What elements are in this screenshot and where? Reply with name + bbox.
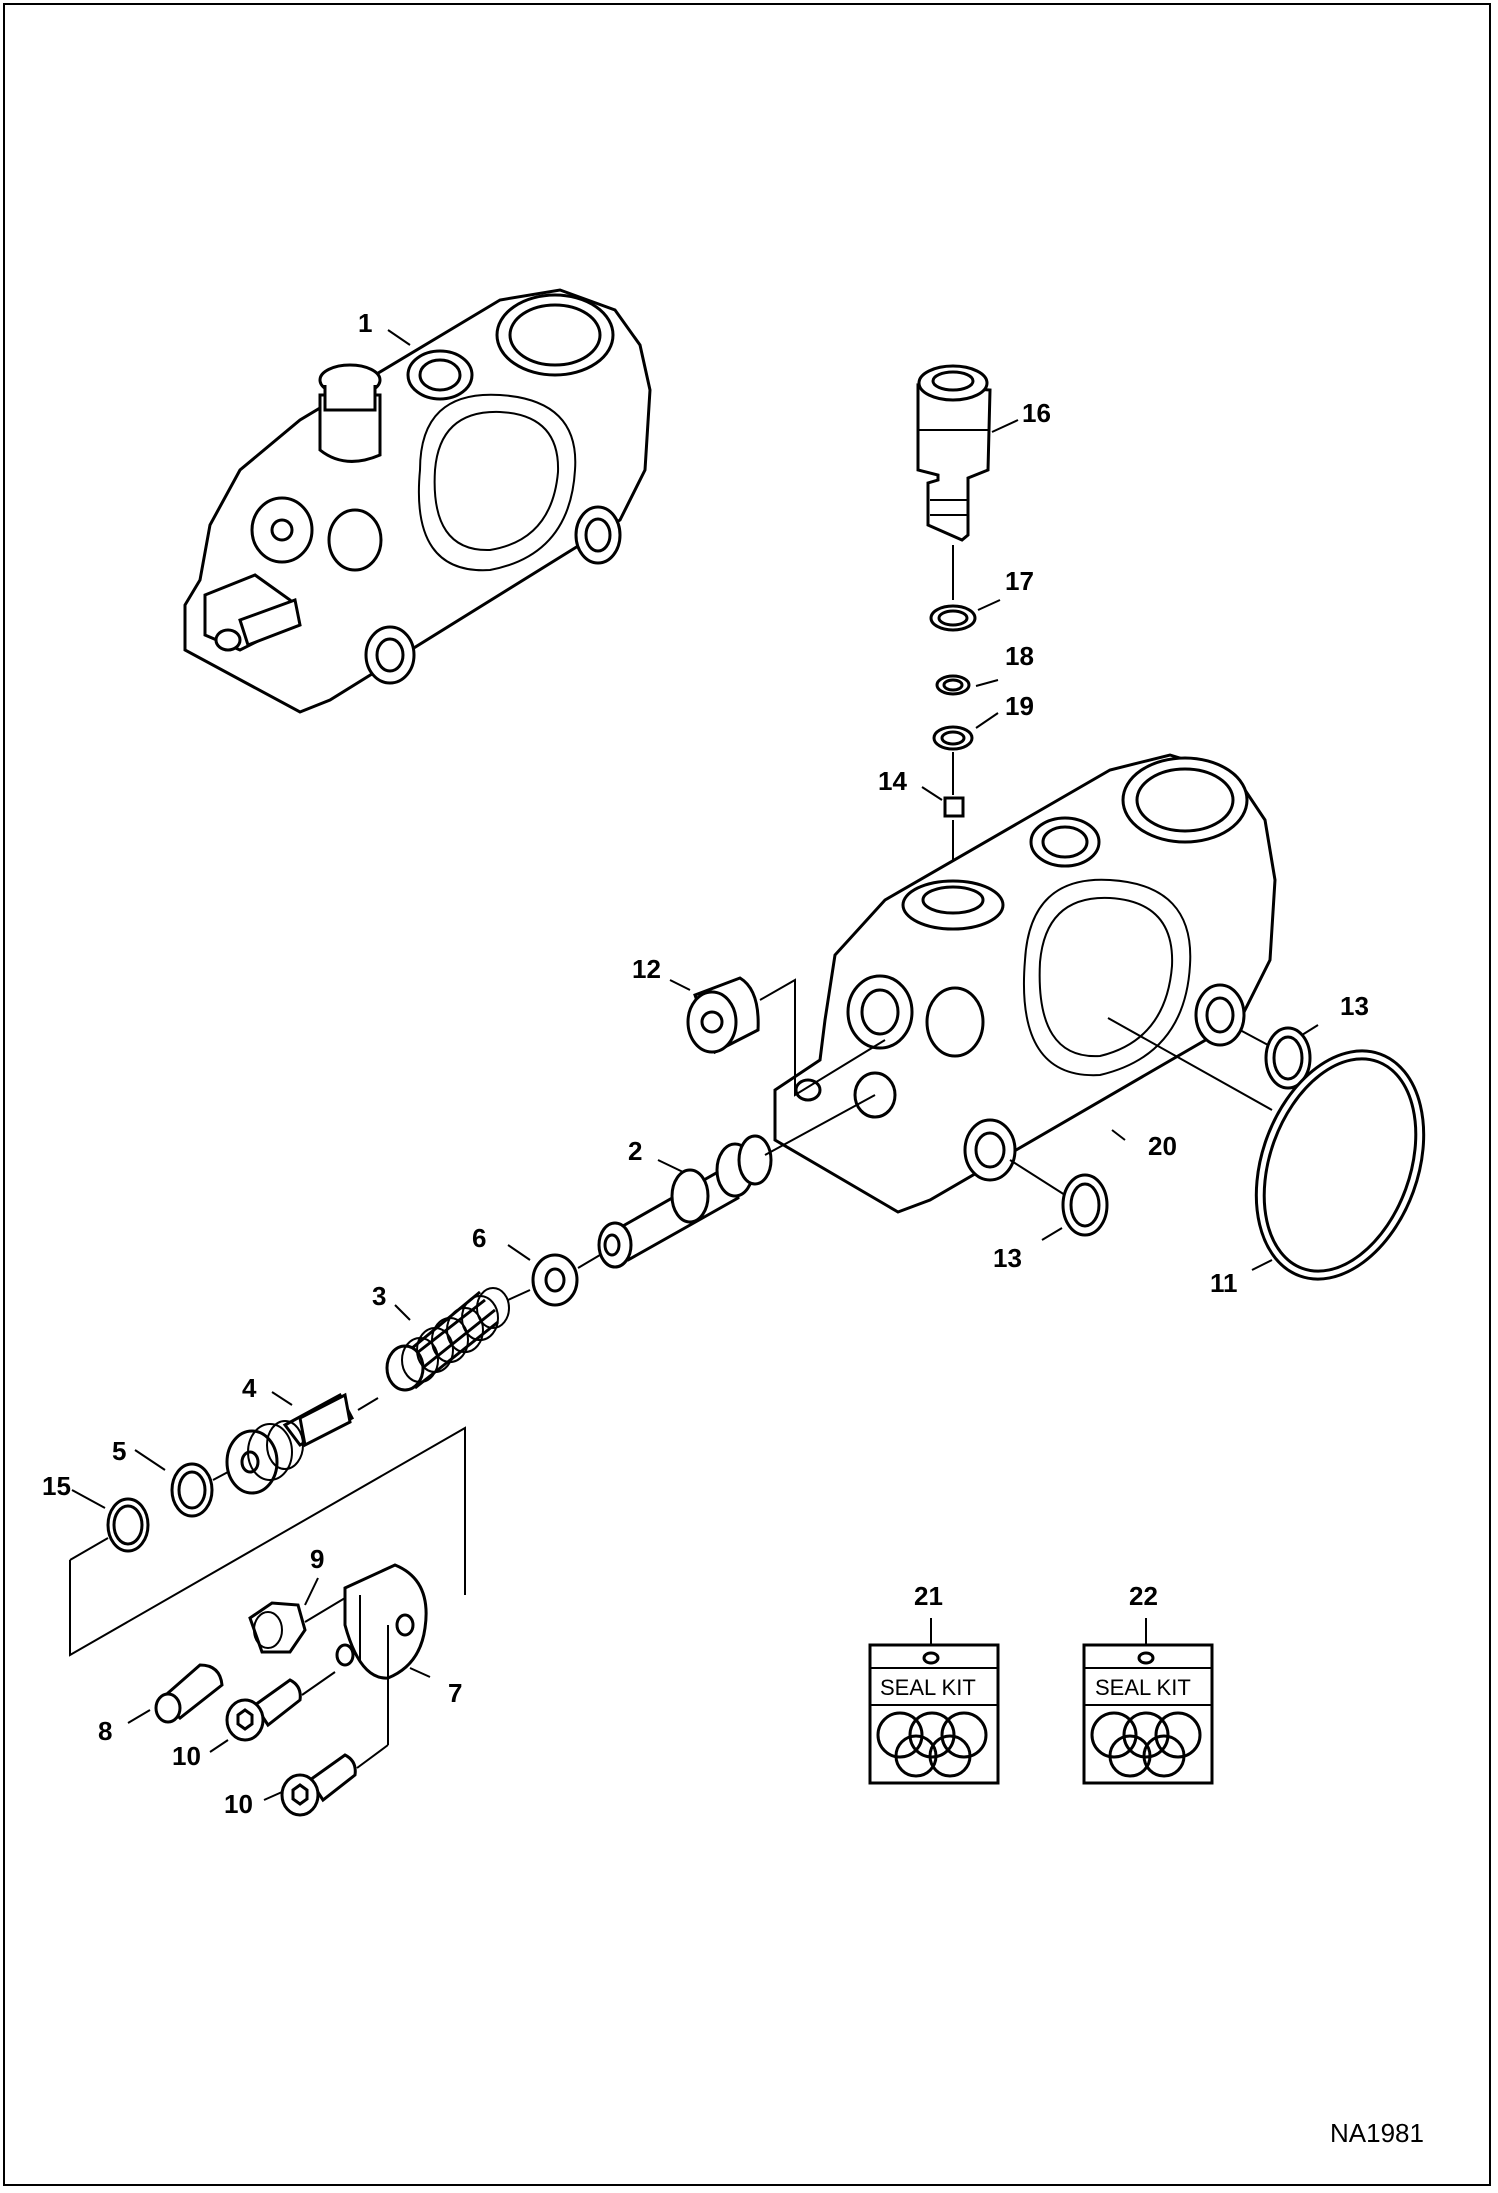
callout-3: 3 [372, 1281, 386, 1311]
callout-4: 4 [242, 1373, 257, 1403]
callout-6: 6 [472, 1223, 486, 1253]
seal-kit-label: SEAL KIT [880, 1675, 976, 1700]
valve-body [773, 753, 1277, 1214]
valve-section-assembly [183, 288, 652, 714]
callout-9: 9 [310, 1544, 324, 1574]
callout-11: 11 [1210, 1268, 1238, 1298]
callout-13-lower: 13 [993, 1243, 1022, 1273]
bolt-10-upper [225, 1678, 302, 1742]
callout-18: 18 [1005, 641, 1034, 671]
callout-20: 20 [1148, 1131, 1177, 1161]
seal-kit-label: SEAL KIT [1095, 1675, 1191, 1700]
plug-14 [943, 796, 965, 818]
callout-10-upper: 10 [172, 1741, 201, 1771]
callout-13-upper: 13 [1340, 991, 1369, 1021]
callout-10-lower: 10 [224, 1789, 253, 1819]
leader-lines [71, 329, 1319, 1801]
callout-19: 19 [1005, 691, 1034, 721]
callout-17: 17 [1005, 566, 1034, 596]
spring-guide-4 [225, 1392, 355, 1495]
seal-kit-21: SEAL KIT [868, 1643, 1000, 1785]
end-plate-7 [335, 1563, 428, 1680]
callout-22: 22 [1129, 1581, 1158, 1611]
callout-12: 12 [632, 954, 661, 984]
callout-15: 15 [42, 1471, 71, 1501]
seal-kit-22: SEAL KIT [1082, 1643, 1214, 1785]
callout-numbers: 1 2 3 4 5 6 7 8 9 10 10 11 12 13 13 14 1… [42, 308, 1369, 1819]
spool-2 [597, 1134, 773, 1269]
drawing-code: NA1981 [1330, 2118, 1424, 2148]
sleeve-8 [154, 1663, 224, 1724]
bolt-10-lower [280, 1753, 357, 1817]
nut-9 [248, 1601, 307, 1654]
callout-16: 16 [1022, 398, 1051, 428]
callout-1: 1 [358, 308, 372, 338]
callout-14: 14 [878, 766, 907, 796]
callout-7: 7 [448, 1678, 462, 1708]
callout-8: 8 [98, 1716, 112, 1746]
callout-2: 2 [628, 1136, 642, 1166]
relief-cartridge [916, 364, 992, 542]
spring-3 [385, 1287, 510, 1392]
callout-5: 5 [112, 1436, 126, 1466]
callout-21: 21 [914, 1581, 943, 1611]
plug-12 [686, 976, 760, 1055]
